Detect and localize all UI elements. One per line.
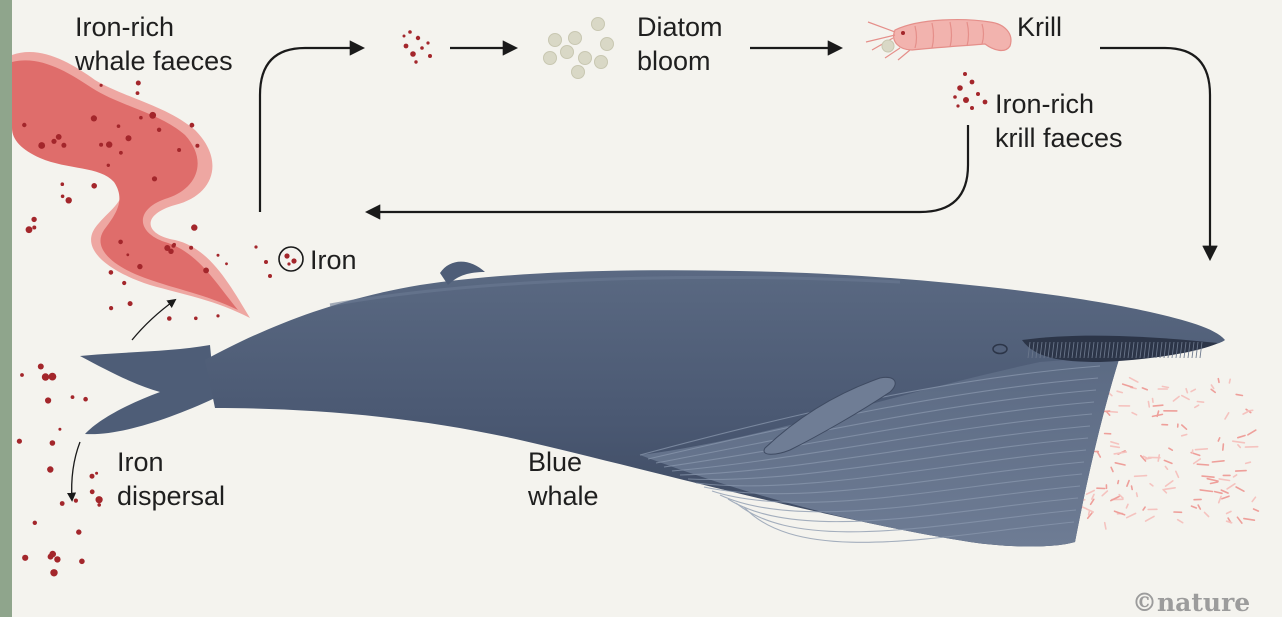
arrow-iron-dispersal	[72, 442, 80, 500]
blue-whale-illustration	[80, 262, 1225, 547]
label-krill: Krill	[1017, 10, 1062, 44]
iron-symbol	[254, 245, 303, 278]
whale-faeces-plume	[12, 52, 250, 318]
diatom-cells	[544, 18, 614, 79]
label-iron-rich-krill-faeces: Iron-rich krill faeces	[995, 87, 1123, 155]
iron-cluster-top	[403, 30, 433, 64]
label-iron-dispersal: Iron dispersal	[117, 445, 225, 513]
iron-dispersal-particles	[17, 364, 103, 577]
label-iron: Iron	[310, 243, 357, 277]
nature-credit: ©nature	[1132, 588, 1250, 617]
krill-illustration	[866, 20, 1011, 60]
label-iron-rich-whale-faeces: Iron-rich whale faeces	[75, 10, 233, 78]
label-blue-whale: Blue whale	[528, 445, 599, 513]
arrow-faeces-to-iron	[260, 48, 362, 212]
arrow-krill-faeces-to-iron	[368, 125, 968, 212]
label-diatom-bloom: Diatom bloom	[637, 10, 723, 78]
water-edge	[0, 0, 12, 617]
iron-cluster-krill	[953, 72, 987, 110]
